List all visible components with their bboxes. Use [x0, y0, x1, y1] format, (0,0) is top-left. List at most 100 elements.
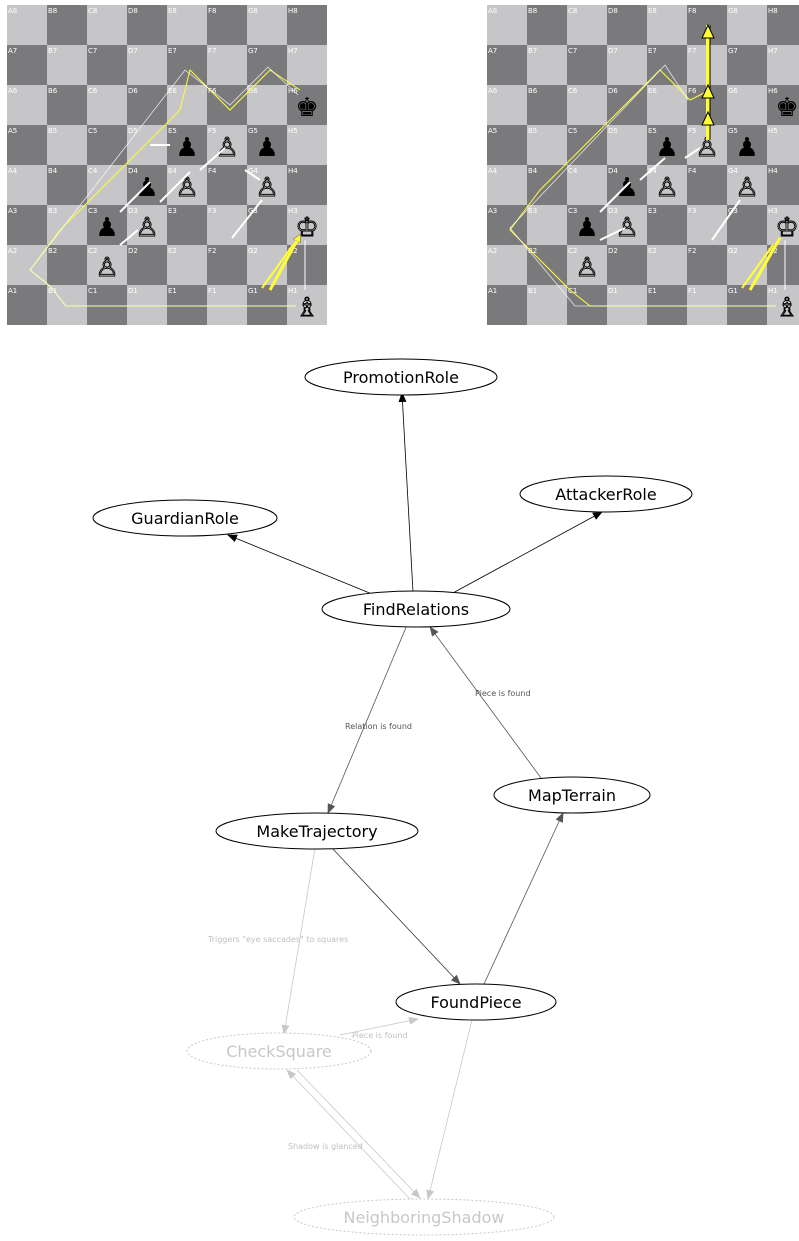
square-label: D8: [608, 7, 618, 15]
board-square: [247, 5, 287, 45]
black-pawn-icon: ♟: [175, 133, 198, 163]
board-square: [487, 165, 527, 205]
white-bishop-icon: ♗: [295, 293, 318, 323]
arrow-white-6-left: [244, 169, 261, 181]
square-label: C3: [568, 207, 577, 215]
square-label: A1: [8, 287, 17, 295]
square-label: G2: [248, 247, 258, 255]
board-square: [487, 85, 527, 125]
square-label: A7: [8, 47, 17, 55]
square-label: A7: [488, 47, 497, 55]
board-square: [767, 205, 799, 245]
square-label: F5: [688, 127, 696, 135]
square-label: B6: [528, 87, 538, 95]
white-pawn-icon: ♙: [575, 253, 598, 283]
square-label: A2: [488, 247, 497, 255]
board-square: [207, 45, 247, 85]
arrow-white-4-right: [599, 227, 626, 241]
trajectory-king-right-b: [741, 244, 774, 289]
board-square: [647, 85, 687, 125]
square-label: H1: [288, 287, 298, 295]
white-pawn-icon: ♙: [735, 173, 758, 203]
board-square: [767, 165, 799, 205]
edge-maketrajectory-foundpiece: [331, 847, 461, 985]
square-label: E2: [648, 247, 657, 255]
edge-findrelations-guardian: [227, 534, 373, 595]
square-label: E2: [168, 247, 177, 255]
square-label: H4: [768, 167, 778, 175]
square-label: B6: [48, 87, 58, 95]
board-square: [207, 85, 247, 125]
board-square: [167, 85, 207, 125]
square-label: G6: [728, 87, 738, 95]
square-label: F4: [208, 167, 217, 175]
board-square: [127, 85, 167, 125]
square-label: F4: [688, 167, 697, 175]
board-square: [7, 165, 47, 205]
square-label: D7: [128, 47, 138, 55]
board-square: [87, 125, 127, 165]
square-label: G8: [728, 7, 738, 15]
square-label: H6: [768, 87, 778, 95]
board-square: [7, 85, 47, 125]
square-label: G1: [728, 287, 738, 295]
node-label: MapTerrain: [528, 786, 616, 805]
square-label: E1: [168, 287, 177, 295]
square-label: C7: [88, 47, 97, 55]
board-square: [607, 45, 647, 85]
square-label: D6: [128, 87, 138, 95]
node-make-trajectory: MakeTrajectory: [215, 812, 419, 850]
arrow-white-3-left: [199, 147, 226, 171]
arrow-white-2-right: [639, 157, 666, 181]
edge-findrelations-attacker: [450, 511, 603, 595]
square-label: E3: [648, 207, 657, 215]
square-label: F3: [688, 207, 696, 215]
square-label: A6: [488, 87, 498, 95]
board-square: [207, 205, 247, 245]
board-square: [487, 205, 527, 245]
board-square: [7, 5, 47, 45]
square-label: F3: [208, 207, 216, 215]
board-square: [127, 285, 167, 325]
promotion-arrow-2-right: [701, 83, 715, 99]
square-label: B7: [528, 47, 537, 55]
board-square: [767, 85, 799, 125]
square-label: G5: [248, 127, 258, 135]
trajectory-overlay-right: [509, 23, 786, 307]
board-square: [727, 85, 767, 125]
square-label: F1: [208, 287, 216, 295]
board-square: [647, 125, 687, 165]
node-label: FindRelations: [363, 600, 469, 619]
square-label: H3: [288, 207, 298, 215]
square-label: D1: [608, 287, 618, 295]
square-label: D7: [608, 47, 618, 55]
node-find-relations: FindRelations: [321, 590, 511, 628]
board-square: [567, 125, 607, 165]
arrow-white-1-left: [119, 181, 151, 213]
board-square: [247, 165, 287, 205]
square-label: B4: [528, 167, 538, 175]
edge-label-shadow-glanced: Shadow is glanced: [288, 1142, 363, 1151]
white-pawn-icon: ♙: [255, 173, 278, 203]
square-label: E5: [648, 127, 657, 135]
edge-foundpiece-neighboringshadow: [426, 1019, 473, 1200]
trajectory-king-left-b: [261, 244, 294, 289]
square-label: C1: [88, 287, 97, 295]
node-neighboring-shadow: NeighboringShadow: [293, 1198, 555, 1236]
board-square: [167, 245, 207, 285]
board-square: [247, 245, 287, 285]
board-square: [767, 125, 799, 165]
arrow-white-2-left: [159, 171, 191, 203]
square-label: A4: [488, 167, 498, 175]
black-pawn-icon: ♟: [95, 213, 118, 243]
edge-checksquare-neighboringshadow: [296, 1069, 421, 1199]
board-square: [647, 245, 687, 285]
edge-foundpiece-mapterrain: [483, 812, 564, 985]
black-pawn-icon: ♟: [615, 173, 638, 203]
square-label: G7: [728, 47, 738, 55]
arrow-white-4-left: [119, 229, 139, 246]
board-square: [287, 85, 327, 125]
node-label: PromotionRole: [343, 368, 459, 387]
square-label: E4: [648, 167, 657, 175]
board-square: [527, 85, 567, 125]
